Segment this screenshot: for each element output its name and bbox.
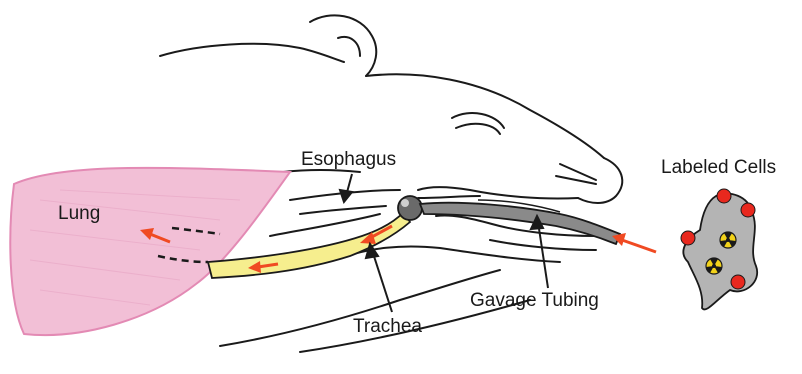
flow-arrow-in	[612, 233, 656, 252]
labeled-cell	[681, 189, 757, 309]
gavage-tubing	[420, 203, 620, 244]
trachea-leader	[366, 244, 392, 312]
lung-shape	[10, 168, 290, 335]
cell-dot	[731, 275, 745, 289]
esophagus-label: Esophagus	[301, 150, 396, 169]
gavage-ball-tip	[398, 196, 422, 220]
mouse-nose	[578, 158, 622, 203]
gavage-leader	[531, 216, 548, 288]
radiation-icon	[706, 258, 722, 274]
esophagus-leader	[340, 174, 352, 202]
radiation-icon	[720, 232, 736, 248]
cell-dot	[717, 189, 731, 203]
trachea-label: Trachea	[353, 317, 422, 336]
lung-label: Lung	[58, 204, 100, 223]
cell-dot	[681, 231, 695, 245]
mouse-ear	[310, 15, 376, 76]
gavage-tubing-label: Gavage Tubing	[470, 291, 599, 310]
labeled-cells-label: Labeled Cells	[661, 158, 776, 177]
cell-dot	[741, 203, 755, 217]
